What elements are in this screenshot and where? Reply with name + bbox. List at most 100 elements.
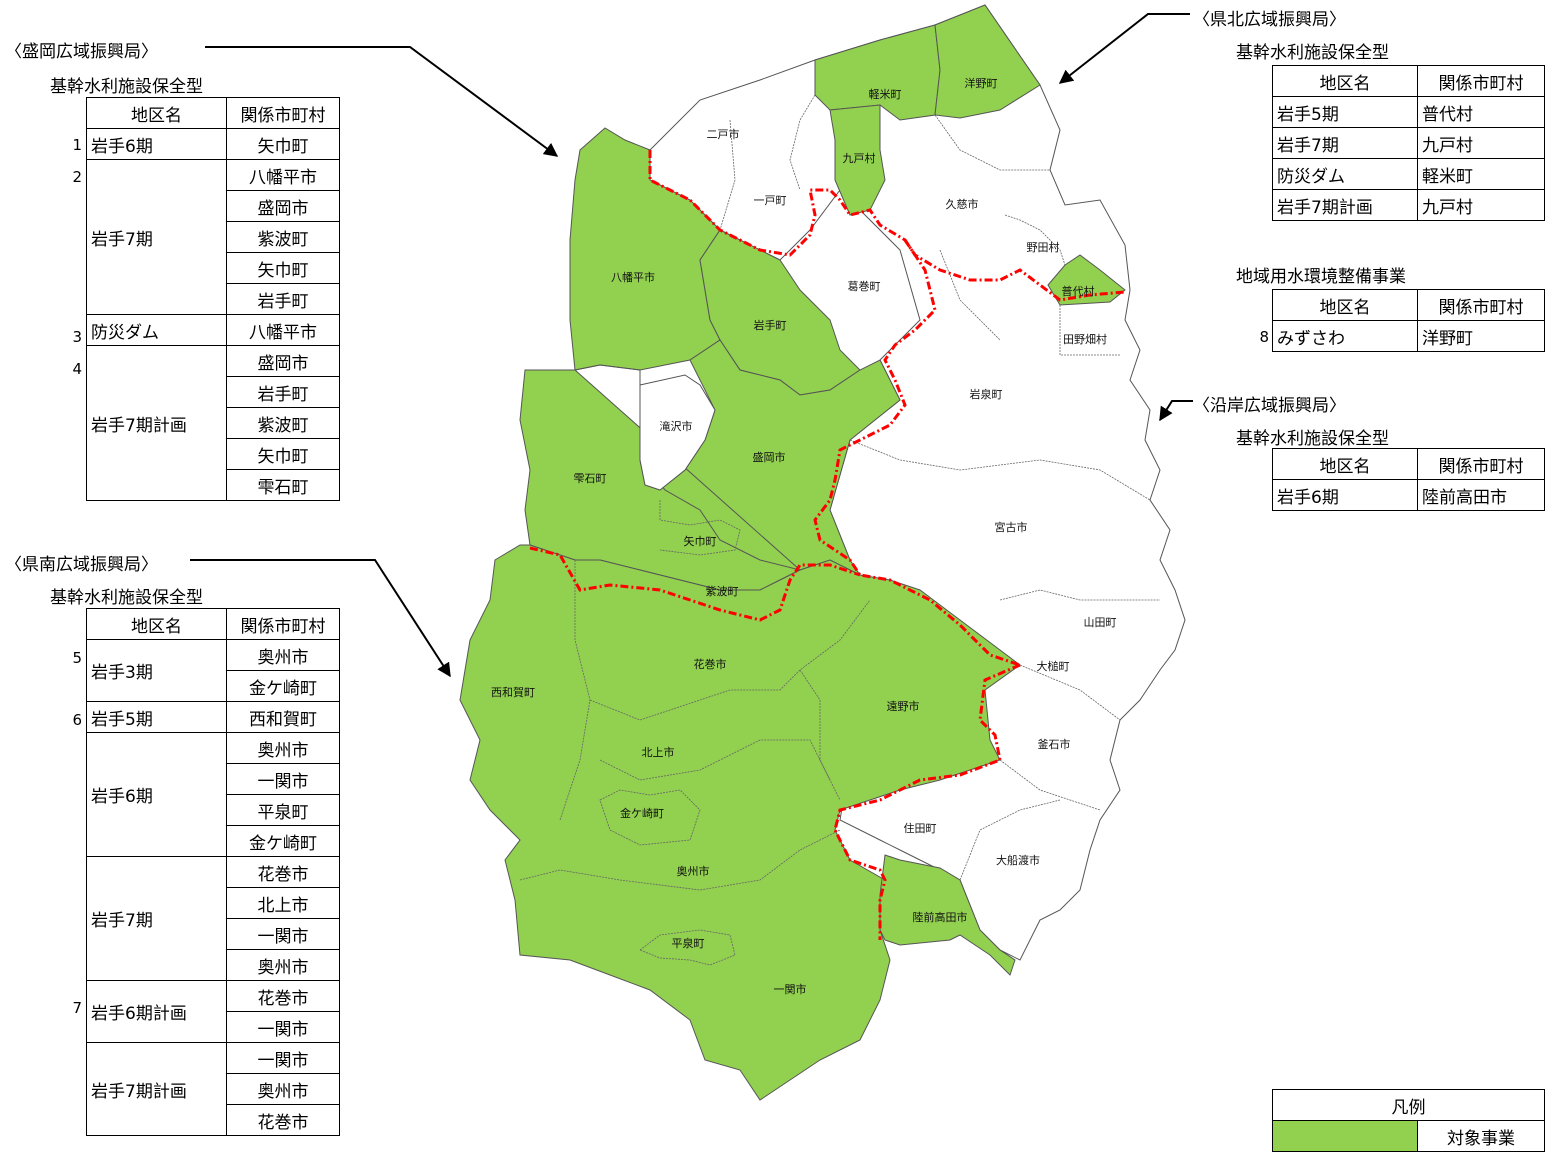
district: 岩手5期 xyxy=(86,701,227,733)
label-shiwa: 紫波町 xyxy=(706,585,739,598)
label-kamaishi: 釜石市 xyxy=(1038,737,1071,751)
label-yahaba: 矢巾町 xyxy=(684,534,717,548)
muni: 矢巾町 xyxy=(226,252,340,284)
label-kitakami: 北上市 xyxy=(642,745,675,759)
row-number: 7 xyxy=(72,999,82,1017)
district: 岩手7期 xyxy=(86,856,227,981)
row-number: 4 xyxy=(72,360,82,378)
muni: 雫石町 xyxy=(226,469,340,501)
label-fudai: 普代村 xyxy=(1062,284,1095,298)
row-number: 6 xyxy=(72,711,82,729)
district: 岩手6期 xyxy=(86,732,227,857)
col-muni: 関係市町村 xyxy=(226,608,340,640)
label-sumita: 住田町 xyxy=(904,821,937,835)
label-oshu: 奥州市 xyxy=(677,864,710,878)
engan-table: 地区名 関係市町村 岩手6期陸前高田市 xyxy=(1272,448,1545,511)
district: 防災ダム xyxy=(86,314,227,346)
kenhoku-table: 地区名 関係市町村 岩手5期普代村 岩手7期九戸村 防災ダム軽米町 岩手7期計画… xyxy=(1272,65,1545,221)
label-ichinohe: 一戸町 xyxy=(754,194,787,207)
label-kuji: 久慈市 xyxy=(946,197,979,211)
muni: 奥州市 xyxy=(226,639,340,671)
row-number: 1 xyxy=(72,136,82,154)
engan-title: 〈沿岸広域振興局〉 xyxy=(1193,396,1346,416)
leader-lines xyxy=(190,13,1193,678)
label-ofunato: 大船渡市 xyxy=(996,853,1040,867)
label-morioka: 盛岡市 xyxy=(753,450,786,464)
row-number: 8 xyxy=(1259,328,1269,346)
district: 岩手7期計画 xyxy=(86,1042,227,1136)
muni: 九戸村 xyxy=(1417,127,1545,159)
col-muni: 関係市町村 xyxy=(1417,65,1545,97)
row-number: 5 xyxy=(72,649,82,667)
region-rikuzentakata xyxy=(879,854,1016,976)
label-hanamaki: 花巻市 xyxy=(694,657,727,671)
label-shizukuishi: 雫石町 xyxy=(574,472,607,485)
label-ninohe: 二戸市 xyxy=(707,127,740,141)
morioka-table: 地区名 関係市町村 岩手6期矢巾町 岩手7期八幡平市 盛岡市 紫波町 矢巾町 岩… xyxy=(86,97,340,501)
kennan-table: 地区名 関係市町村 岩手3期奥州市 金ケ崎町 岩手5期西和賀町 岩手6期奥州市 … xyxy=(86,608,340,1136)
muni: 金ケ崎町 xyxy=(226,825,340,857)
label-kunohe: 九戸村 xyxy=(843,151,876,165)
district: 岩手7期 xyxy=(1272,127,1418,159)
muni: 八幡平市 xyxy=(226,314,340,346)
muni: 軽米町 xyxy=(1417,158,1545,190)
label-tono: 遠野市 xyxy=(887,699,920,713)
regional-boundary xyxy=(529,150,1126,940)
district: 岩手5期 xyxy=(1272,96,1418,128)
muni: 盛岡市 xyxy=(226,345,340,377)
muni: 花巻市 xyxy=(226,1104,340,1136)
label-takizawa: 滝沢市 xyxy=(660,419,693,433)
district: 岩手6期 xyxy=(86,128,227,160)
muni: 奥州市 xyxy=(226,732,340,764)
map-labels: 二戸市 軽米町 洋野町 九戸村 一戸町 久慈市 野田村 普代村 田野畑村 葛巻町… xyxy=(491,76,1117,996)
label-ichinoseki: 一関市 xyxy=(774,982,807,996)
district: 岩手6期 xyxy=(1272,479,1418,511)
col-district: 地区名 xyxy=(1272,289,1418,321)
label-noda: 野田村 xyxy=(1027,240,1060,254)
muni: 一関市 xyxy=(226,1011,340,1043)
col-muni: 関係市町村 xyxy=(1417,289,1545,321)
muni: 岩手町 xyxy=(226,283,340,315)
muni: 九戸村 xyxy=(1417,189,1545,221)
label-miyako: 宮古市 xyxy=(995,520,1028,534)
engan-subtitle: 基幹水利施設保全型 xyxy=(1236,429,1389,449)
label-rikuzentakata: 陸前高田市 xyxy=(913,910,968,924)
muni: 一関市 xyxy=(226,918,340,950)
district: 岩手7期 xyxy=(86,159,227,315)
kenhoku-subtitle: 基幹水利施設保全型 xyxy=(1236,43,1389,63)
label-iwate: 岩手町 xyxy=(754,318,787,332)
district: 岩手7期計画 xyxy=(1272,189,1418,221)
kennan-title: 〈県南広域振興局〉 xyxy=(5,555,158,575)
legend-swatch xyxy=(1272,1120,1418,1152)
label-hiraizumi: 平泉町 xyxy=(672,936,705,950)
legend-label: 対象事業 xyxy=(1417,1120,1545,1152)
muni: 洋野町 xyxy=(1417,320,1545,352)
morioka-title: 〈盛岡広域振興局〉 xyxy=(5,42,158,62)
muni: 奥州市 xyxy=(226,1073,340,1105)
col-muni: 関係市町村 xyxy=(226,97,340,129)
kenhoku-subtitle2: 地域用水環境整備事業 xyxy=(1236,267,1406,287)
col-muni: 関係市町村 xyxy=(1417,448,1545,480)
morioka-subtitle: 基幹水利施設保全型 xyxy=(50,77,203,97)
district: 防災ダム xyxy=(1272,158,1418,190)
col-district: 地区名 xyxy=(86,608,227,640)
label-yamada: 山田町 xyxy=(1084,616,1117,629)
muni: 西和賀町 xyxy=(226,701,340,733)
legend-title: 凡例 xyxy=(1272,1089,1545,1121)
label-hirono: 洋野町 xyxy=(965,76,998,90)
muni: 北上市 xyxy=(226,887,340,919)
muni: 八幡平市 xyxy=(226,159,340,191)
muni: 紫波町 xyxy=(226,221,340,253)
kennan-subtitle: 基幹水利施設保全型 xyxy=(50,588,203,608)
muni: 矢巾町 xyxy=(226,128,340,160)
district: 岩手3期 xyxy=(86,639,227,702)
district: 岩手7期計画 xyxy=(86,345,227,501)
label-kuzumaki: 葛巻町 xyxy=(848,280,881,293)
col-district: 地区名 xyxy=(86,97,227,129)
region-karumai xyxy=(814,24,941,121)
municipal-borders xyxy=(519,94,1160,966)
col-district: 地区名 xyxy=(1272,448,1418,480)
muni: 奥州市 xyxy=(226,949,340,981)
row-number: 3 xyxy=(72,328,82,346)
